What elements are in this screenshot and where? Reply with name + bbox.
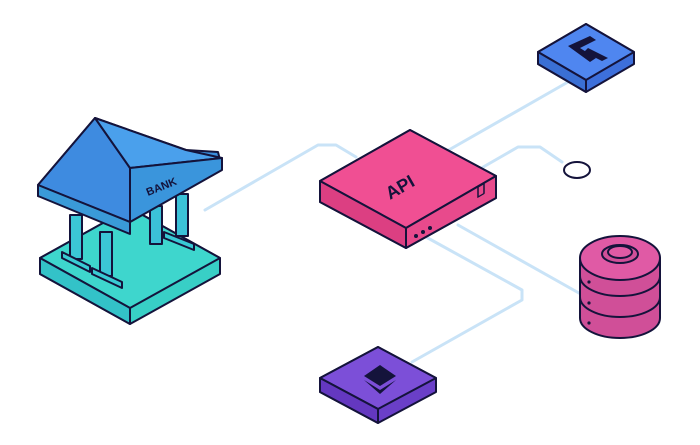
top-tile bbox=[537, 23, 635, 93]
connector-api-top-tile bbox=[438, 80, 570, 157]
arrow-chevron-logo-icon bbox=[568, 36, 608, 62]
api-server-box: API bbox=[319, 129, 497, 249]
connector-bank-api bbox=[203, 143, 358, 212]
connector-api-database bbox=[456, 223, 588, 299]
connector-api-endpoint bbox=[476, 145, 564, 172]
bottom-tile bbox=[319, 346, 437, 424]
ethereum-icon bbox=[364, 365, 396, 394]
bank-building: BANK bbox=[37, 117, 223, 325]
database-stack-icon bbox=[579, 235, 661, 339]
connector-lines bbox=[203, 80, 588, 364]
connector-api-bottom-tile bbox=[410, 235, 524, 364]
endpoint-circle bbox=[563, 161, 591, 179]
